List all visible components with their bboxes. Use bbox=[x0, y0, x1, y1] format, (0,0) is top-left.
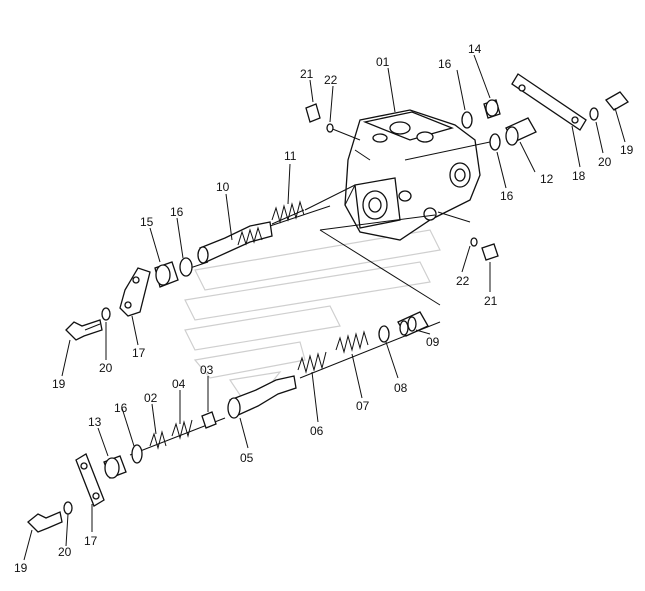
valve-body bbox=[344, 109, 481, 241]
label-11: 11 bbox=[284, 149, 297, 163]
bolt-19-right bbox=[605, 91, 629, 111]
washer-20-lower bbox=[63, 501, 73, 515]
plug-21-right bbox=[481, 243, 499, 261]
label-16-top-right: 16 bbox=[438, 57, 452, 71]
o-ring-22-top bbox=[326, 123, 334, 133]
plate-18 bbox=[511, 73, 587, 131]
part-08 bbox=[378, 325, 390, 343]
label-14: 14 bbox=[468, 42, 482, 56]
label-18: 18 bbox=[572, 169, 586, 183]
part-09 bbox=[397, 311, 429, 337]
label-22-right: 22 bbox=[456, 274, 470, 288]
label-16-right: 16 bbox=[500, 189, 514, 203]
label-01: 01 bbox=[376, 55, 390, 69]
bolt-19-upper bbox=[65, 319, 103, 341]
bolt-19-lower bbox=[27, 511, 63, 533]
label-20-right: 20 bbox=[598, 155, 612, 169]
label-07: 07 bbox=[356, 399, 370, 413]
spool-10 bbox=[197, 221, 273, 264]
label-19-upper: 19 bbox=[52, 377, 66, 391]
cap-13 bbox=[103, 455, 127, 479]
label-02: 02 bbox=[144, 391, 158, 405]
spring-07 bbox=[335, 330, 369, 354]
label-12: 12 bbox=[540, 172, 554, 186]
cap-15 bbox=[154, 261, 179, 288]
label-21-top: 21 bbox=[300, 67, 314, 81]
plate-17-lower bbox=[75, 453, 105, 507]
label-16-left: 16 bbox=[170, 205, 184, 219]
label-09: 09 bbox=[426, 335, 440, 349]
leader-lines bbox=[23, 54, 626, 561]
label-04: 04 bbox=[172, 377, 186, 391]
plug-21-top bbox=[305, 103, 321, 123]
o-ring-16-top-right bbox=[461, 111, 473, 129]
o-ring-16-lower bbox=[131, 444, 143, 464]
o-ring-16-left bbox=[179, 257, 193, 277]
washer-20-right bbox=[589, 107, 599, 121]
label-03: 03 bbox=[200, 363, 214, 377]
spool-05 bbox=[227, 375, 297, 419]
spring-06 bbox=[297, 351, 327, 374]
o-ring-16-right bbox=[489, 133, 501, 151]
label-16-lower: 16 bbox=[114, 401, 128, 415]
washer-20-upper bbox=[101, 307, 111, 321]
spring-02 bbox=[149, 430, 167, 450]
label-19-lower: 19 bbox=[14, 561, 28, 575]
label-05: 05 bbox=[240, 451, 254, 465]
label-17-upper: 17 bbox=[132, 346, 146, 360]
spring-11 bbox=[271, 200, 305, 225]
cap-14 bbox=[483, 99, 501, 119]
spring-04 bbox=[171, 419, 193, 440]
label-17-lower: 17 bbox=[84, 534, 98, 548]
label-13: 13 bbox=[88, 415, 102, 429]
part-labels: 01 21 22 14 16 12 16 18 20 19 11 10 16 1… bbox=[14, 42, 634, 575]
label-08: 08 bbox=[394, 381, 408, 395]
part-03 bbox=[201, 411, 217, 429]
plate-17-upper bbox=[119, 267, 151, 317]
label-19-right: 19 bbox=[620, 143, 634, 157]
label-22-top: 22 bbox=[324, 73, 338, 87]
label-21-right: 21 bbox=[484, 294, 498, 308]
label-10: 10 bbox=[216, 180, 230, 194]
label-20-lower: 20 bbox=[58, 545, 72, 559]
plug-12 bbox=[505, 117, 537, 146]
o-ring-22-right bbox=[470, 237, 478, 247]
label-06: 06 bbox=[310, 424, 324, 438]
label-20-upper: 20 bbox=[99, 361, 113, 375]
label-15: 15 bbox=[140, 215, 154, 229]
